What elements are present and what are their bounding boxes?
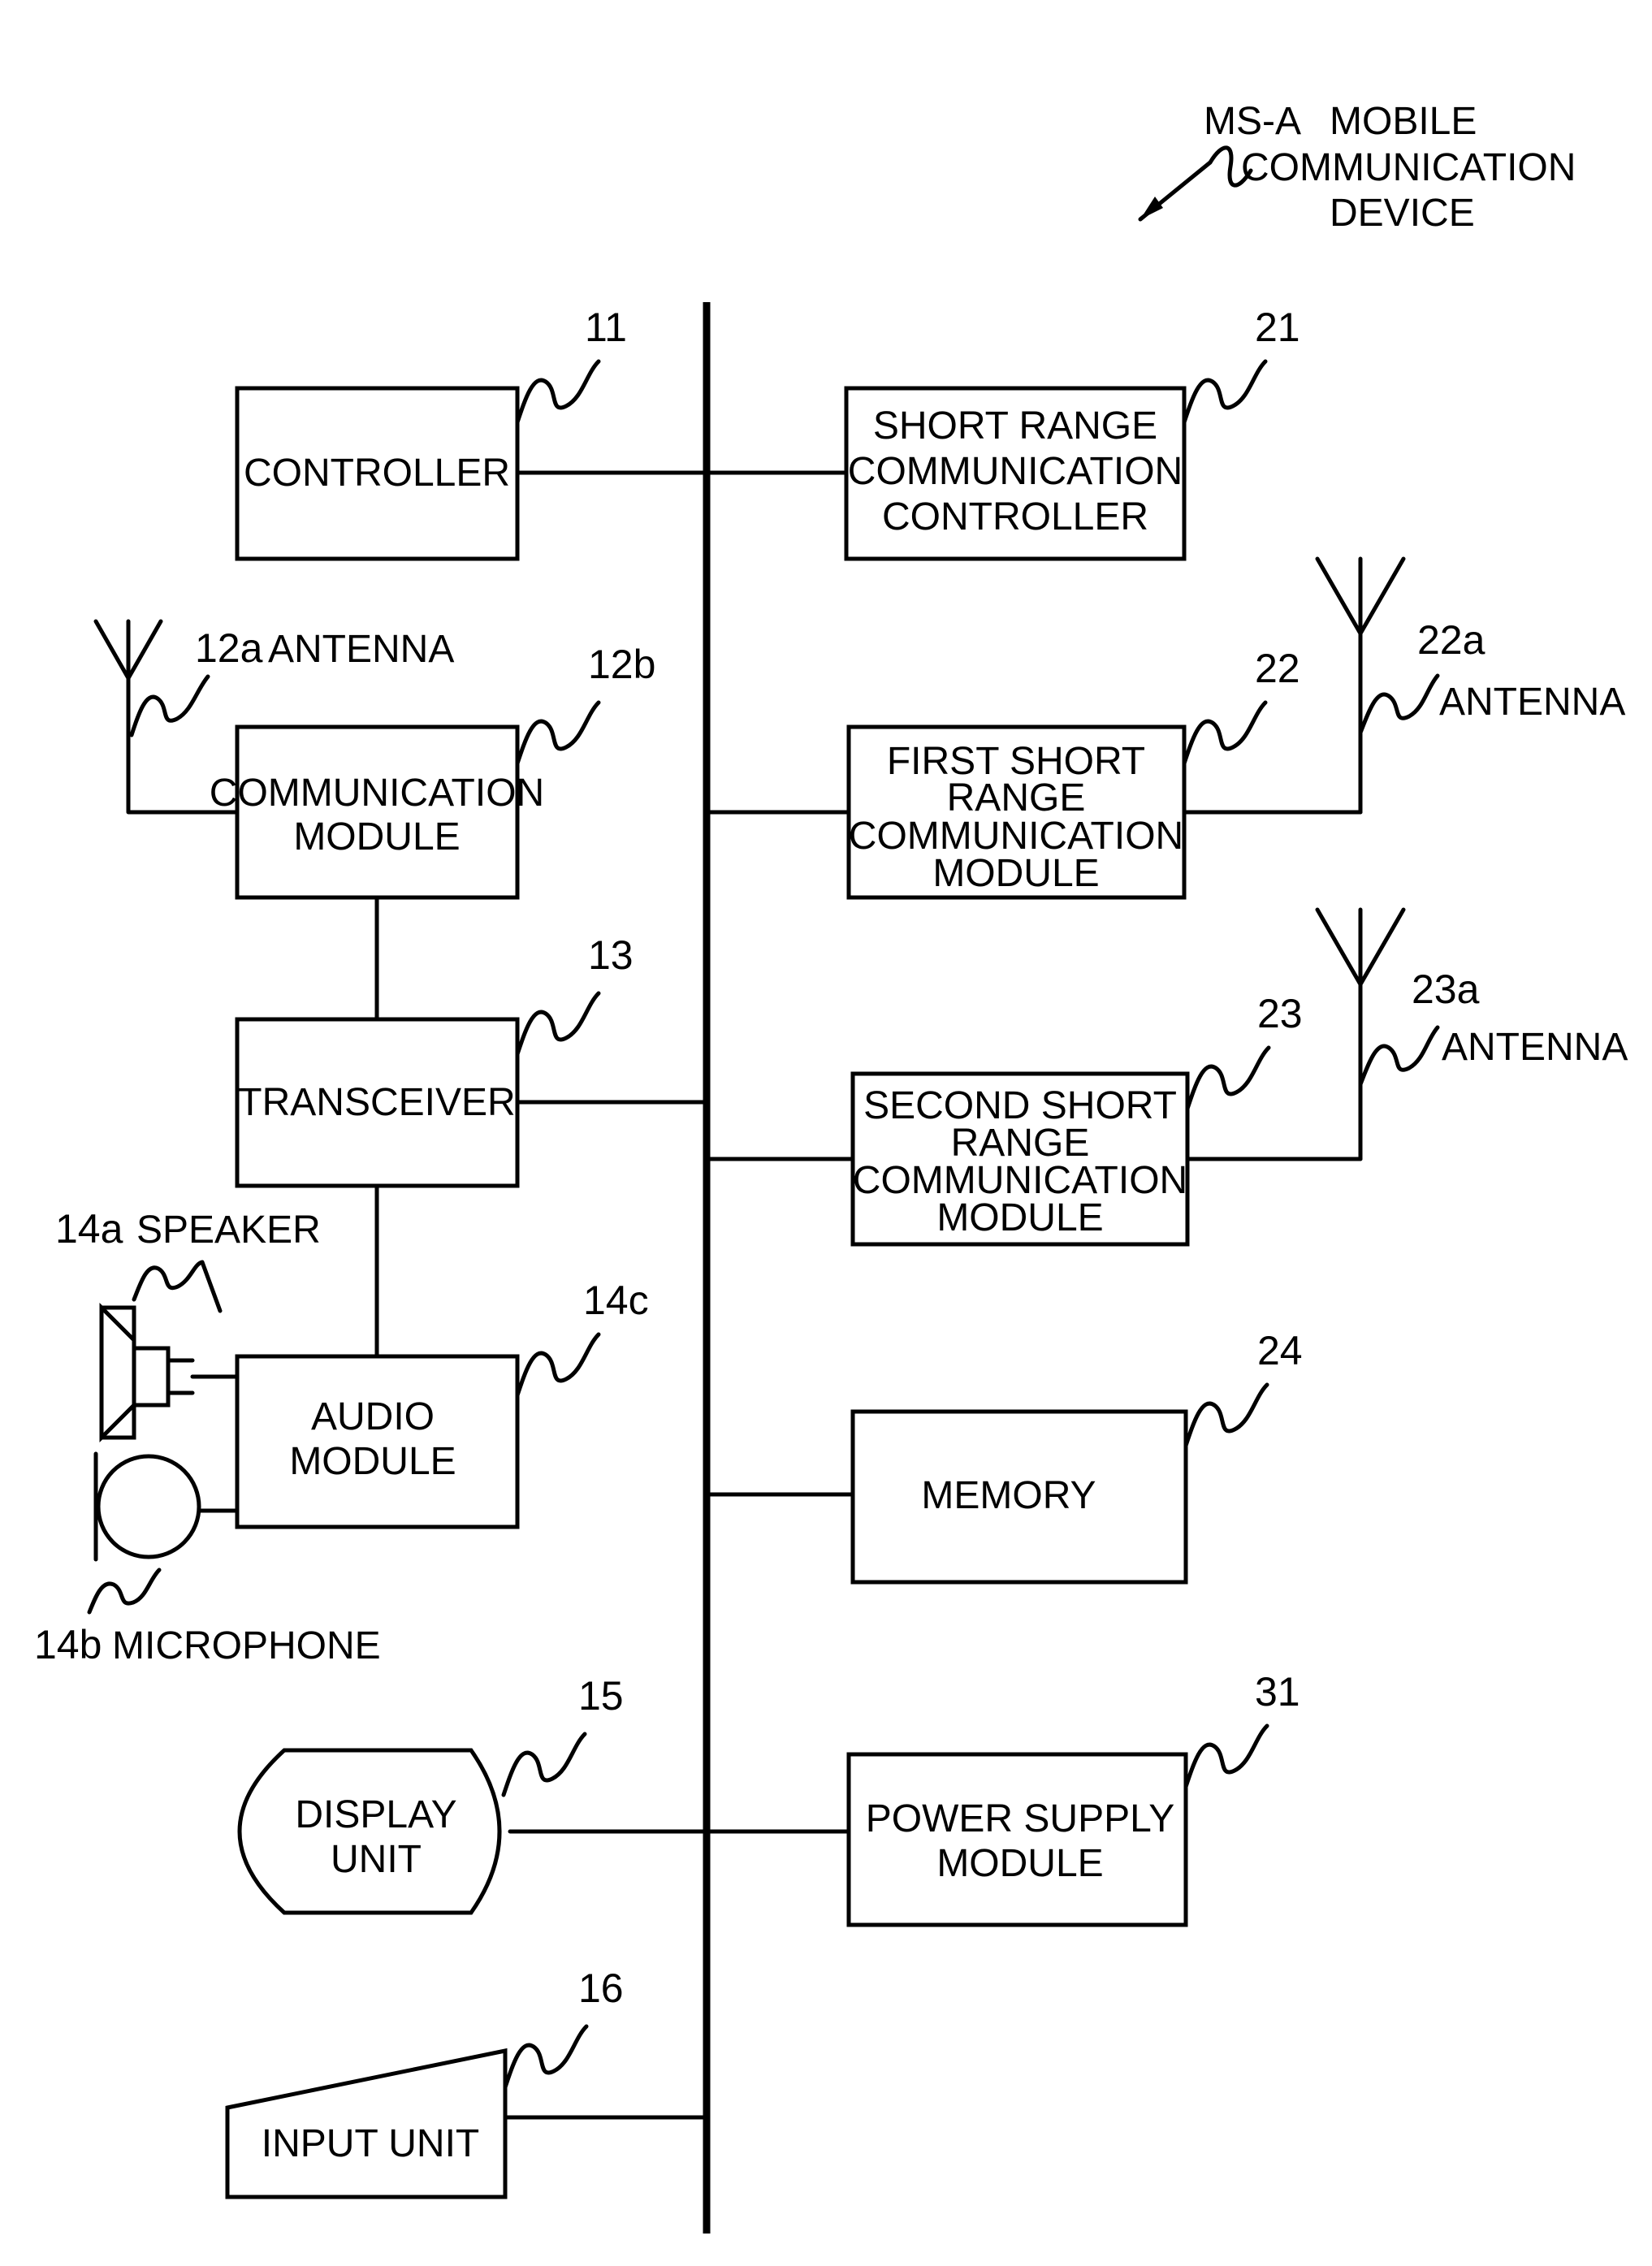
- display-unit-label-1: DISPLAY: [295, 1793, 456, 1836]
- ref-22-squiggle: [1184, 703, 1265, 763]
- antenna-22a: 22a ANTENNA: [1317, 559, 1625, 812]
- antenna-23a: 23a ANTENNA: [1317, 910, 1628, 1159]
- ref-13: 13: [588, 932, 634, 978]
- second-module-label-4: MODULE: [936, 1196, 1103, 1239]
- antenna-22a-icon: [1317, 559, 1403, 812]
- short-range-controller-label-1: SHORT RANGE: [873, 404, 1157, 448]
- ref-12b: 12b: [588, 642, 655, 687]
- antenna-22a-ref: 22a: [1417, 617, 1486, 663]
- first-short-range-module-block: FIRST SHORT RANGE COMMUNICATION MODULE: [849, 727, 1184, 897]
- short-range-controller-block: SHORT RANGE COMMUNICATION CONTROLLER: [846, 388, 1184, 559]
- antenna-12a-label: ANTENNA: [268, 628, 454, 671]
- microphone-head: [98, 1456, 199, 1557]
- ref-16: 16: [578, 1965, 624, 2011]
- speaker-14a-ref: 14a: [55, 1206, 123, 1252]
- memory-label: MEMORY: [921, 1474, 1096, 1517]
- antenna-12a-ref: 12a: [195, 625, 263, 671]
- ref-14c: 14c: [583, 1278, 649, 1323]
- speaker-body: [134, 1348, 168, 1405]
- microphone-14b-squiggle: [89, 1570, 159, 1612]
- ref-22: 22: [1255, 646, 1300, 691]
- microphone-14b-label: MICROPHONE: [112, 1624, 381, 1667]
- first-module-label-2: RANGE: [947, 776, 1086, 819]
- power-supply-module-block: POWER SUPPLY MODULE: [849, 1754, 1186, 1925]
- antenna-12a-icon: [96, 621, 161, 731]
- antenna-22a-label: ANTENNA: [1439, 681, 1625, 724]
- audio-module-block: AUDIO MODULE: [237, 1356, 517, 1527]
- ref-13-squiggle: [517, 993, 599, 1054]
- ref-14c-squiggle: [517, 1334, 599, 1395]
- ref-11: 11: [585, 305, 627, 350]
- speaker-14a-squiggle: [134, 1262, 220, 1311]
- device-title-line-1: MOBILE: [1330, 100, 1477, 143]
- communication-module-label-2: MODULE: [293, 815, 460, 858]
- antenna-22a-squiggle: [1360, 676, 1438, 733]
- short-range-controller-label-2: COMMUNICATION: [848, 450, 1183, 493]
- audio-module-label-1: AUDIO: [311, 1395, 435, 1438]
- power-supply-label-2: MODULE: [936, 1842, 1103, 1885]
- speaker-terminals: [168, 1360, 192, 1393]
- display-unit-block: DISPLAY UNIT: [240, 1750, 499, 1913]
- communication-module-block: COMMUNICATION MODULE: [210, 727, 544, 897]
- ref-15-squiggle: [504, 1734, 585, 1795]
- speaker-14a-label: SPEAKER: [136, 1209, 321, 1252]
- ref-24-squiggle: [1186, 1385, 1267, 1446]
- ref-23-squiggle: [1187, 1048, 1269, 1109]
- transceiver-label: TRANSCEIVER: [238, 1081, 515, 1124]
- ref-21-squiggle: [1184, 361, 1265, 422]
- device-title-line-2: COMMUNICATION: [1241, 146, 1576, 189]
- communication-module-label-1: COMMUNICATION: [210, 772, 544, 815]
- audio-module-label-2: MODULE: [289, 1440, 456, 1483]
- ref-24: 24: [1257, 1328, 1303, 1373]
- ref-31: 31: [1255, 1669, 1300, 1715]
- memory-block: MEMORY: [853, 1412, 1186, 1582]
- ref-12b-squiggle: [517, 703, 599, 763]
- second-short-range-module-block: SECOND SHORT RANGE COMMUNICATION MODULE: [853, 1074, 1187, 1244]
- ref-31-squiggle: [1186, 1726, 1267, 1787]
- ref-15: 15: [578, 1673, 624, 1719]
- antenna-12a: 12a ANTENNA: [96, 621, 454, 735]
- device-title: MS-A MOBILE COMMUNICATION DEVICE: [1140, 100, 1576, 235]
- first-module-label-4: MODULE: [932, 852, 1099, 895]
- short-range-controller-label-3: CONTROLLER: [882, 495, 1148, 538]
- antenna-23a-squiggle: [1360, 1027, 1438, 1084]
- ref-23: 23: [1257, 991, 1303, 1036]
- controller-block: CONTROLLER: [237, 388, 517, 559]
- controller-label: CONTROLLER: [244, 452, 510, 495]
- ref-11-squiggle: [517, 361, 599, 422]
- device-title-line-3: DEVICE: [1330, 192, 1475, 235]
- display-unit-label-2: UNIT: [331, 1838, 422, 1881]
- ref-16-squiggle: [505, 2026, 586, 2087]
- antenna-23a-icon: [1317, 910, 1403, 1159]
- input-unit-block: INPUT UNIT: [227, 2051, 505, 2197]
- antenna-23a-label: ANTENNA: [1442, 1026, 1628, 1069]
- microphone-14b-ref: 14b: [34, 1622, 102, 1667]
- transceiver-block: TRANSCEIVER: [237, 1019, 517, 1186]
- input-unit-label: INPUT UNIT: [262, 2122, 479, 2165]
- device-leader-arrowhead: [1140, 197, 1163, 219]
- ref-21: 21: [1255, 305, 1300, 350]
- device-ref-label: MS-A: [1204, 100, 1301, 143]
- antenna-12a-squiggle: [132, 677, 208, 735]
- power-supply-label-1: POWER SUPPLY: [866, 1797, 1175, 1840]
- antenna-23a-ref: 23a: [1412, 967, 1480, 1012]
